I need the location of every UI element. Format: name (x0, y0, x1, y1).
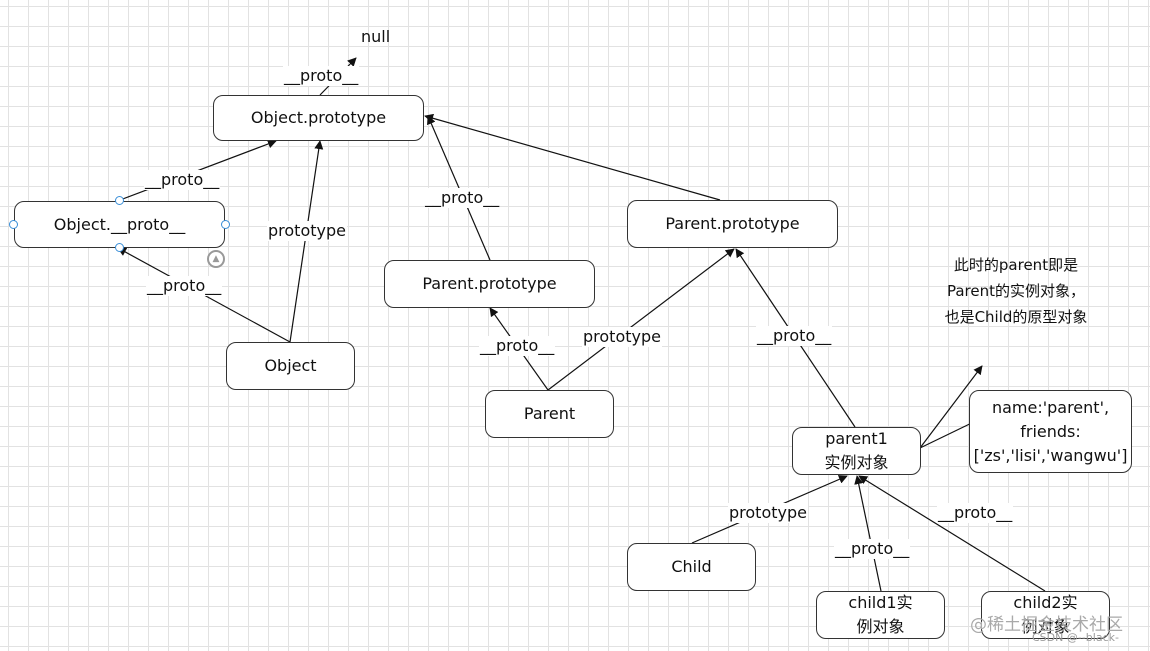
node-parent-prototype-left-label: Parent.prototype (422, 274, 557, 293)
label-proto-parentproto-left: __proto__ (424, 188, 501, 208)
selection-handle-top[interactable] (115, 196, 124, 205)
edge-parent1-to-note (919, 365, 983, 449)
label-proto-child1: __proto__ (834, 539, 911, 559)
node-parent[interactable]: Parent (485, 390, 614, 438)
label-null: null (361, 27, 391, 46)
selection-handle-bottom[interactable] (115, 243, 124, 252)
node-props-box[interactable]: name:'parent', friends: ['zs','lisi','wa… (969, 390, 1132, 473)
node-parent1-instance-label: parent1实例对象 (824, 429, 889, 472)
edge-child1-to-parent1 (854, 475, 882, 592)
node-child[interactable]: Child (627, 543, 756, 591)
node-child-label: Child (671, 557, 712, 576)
label-proto-object-fn: __proto__ (146, 276, 223, 296)
edge-parent-to-parentproto-right (547, 248, 735, 391)
node-parent1-instance[interactable]: parent1实例对象 (792, 427, 921, 475)
edge-parentproto-right-to-objproto (424, 113, 721, 201)
selection-handle-right[interactable] (221, 220, 230, 229)
node-object-prototype[interactable]: Object.prototype (213, 95, 424, 141)
node-parent-prototype-left[interactable]: Parent.prototype (384, 260, 595, 308)
node-object-label: Object (264, 356, 317, 375)
node-child1-instance-label: child1实例对象 (848, 593, 913, 636)
note-text: 此时的parent即是Parent的实例对象，也是Child的原型对象 (944, 256, 1088, 326)
node-child2-instance[interactable]: child2实例对象 (981, 591, 1110, 639)
label-proto-parent1: __proto__ (756, 326, 833, 346)
node-child2-instance-label: child2实例对象 (1013, 593, 1078, 636)
label-prototype-child: prototype (728, 503, 808, 523)
label-prototype-parent: prototype (582, 327, 662, 347)
node-object[interactable]: Object (226, 342, 355, 390)
label-proto-objdunder: __proto__ (144, 170, 221, 190)
watermark-brand: @稀土掘金技术社区 (970, 615, 1123, 635)
node-child1-instance[interactable]: child1实例对象 (816, 591, 945, 639)
node-object-dunder-proto[interactable]: Object.__proto__ (14, 201, 225, 248)
label-prototype-object: prototype (267, 221, 347, 241)
node-parent-prototype-right[interactable]: Parent.prototype (627, 200, 838, 248)
selection-handle-left[interactable] (9, 220, 18, 229)
node-object-dunder-proto-label: Object.__proto__ (53, 214, 186, 234)
label-proto-parent-fn: __proto__ (479, 336, 556, 356)
watermark-source: CSDN @--black- (1032, 631, 1119, 644)
rotate-handle-icon[interactable]: ▲ (207, 250, 225, 268)
node-object-prototype-label: Object.prototype (250, 108, 387, 127)
node-parent-prototype-right-label: Parent.prototype (665, 214, 800, 233)
label-proto-child2: __proto__ (937, 503, 1014, 523)
edge-object-to-objproto (289, 140, 324, 343)
edge-child2-to-parent1 (858, 475, 1046, 592)
label-proto-top: __proto__ (283, 66, 360, 86)
node-parent-label: Parent (523, 404, 576, 423)
node-props-box-label: name:'parent', friends: ['zs','lisi','wa… (973, 397, 1128, 465)
